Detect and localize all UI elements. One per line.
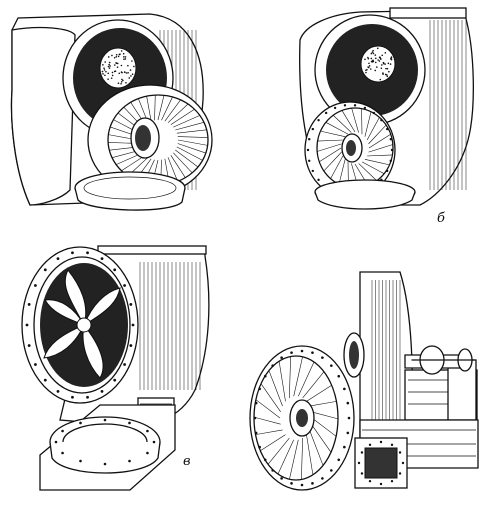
panel-a-centrifugal-fan bbox=[12, 14, 212, 210]
panel-b-centrifugal-fan bbox=[300, 8, 474, 209]
panel-g-impeller bbox=[250, 346, 354, 490]
panel-g-outlet-flange bbox=[355, 438, 407, 488]
caption-b: б bbox=[437, 211, 445, 226]
panel-v-outlet-flange bbox=[98, 246, 206, 254]
panel-v-fan-with-guide-vanes bbox=[22, 246, 209, 490]
panel-b-inlet-ring bbox=[315, 180, 415, 209]
caption-v: в bbox=[183, 454, 191, 469]
panel-a-inlet-ring bbox=[75, 172, 185, 210]
panel-a-side-plate bbox=[12, 28, 75, 205]
panel-b-outlet-flange bbox=[390, 8, 466, 18]
panel-g-belt-driven-fan bbox=[250, 272, 478, 490]
panel-a-hub bbox=[100, 48, 136, 88]
